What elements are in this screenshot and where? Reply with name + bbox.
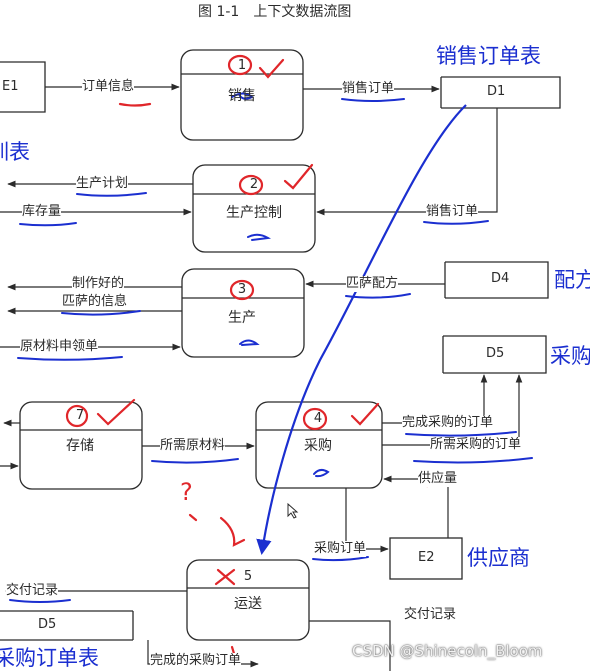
store-d1-label: D1 <box>487 84 506 99</box>
process-7-name: 存储 <box>66 438 94 454</box>
store-d1-shape <box>440 76 561 109</box>
flow-needed-material: 所需原材料 <box>160 438 226 454</box>
flow-stock-qty: 库存量 <box>22 204 62 220</box>
flow-supply-qty: 供应量 <box>418 471 458 487</box>
process-5-name: 运送 <box>234 596 262 612</box>
figure-caption: 图 1-1 上下文数据流图 <box>198 4 352 20</box>
entity-e2-shape <box>389 537 463 580</box>
flow-production-plan: 生产计划 <box>76 176 129 192</box>
note-list-table-fragment: 训表 <box>0 140 30 164</box>
flow-delivery-record-2: 交付记录 <box>404 607 457 623</box>
flow-order-info: 订单信息 <box>82 79 135 95</box>
flow-completed-purchase-order: 完成采购的订单 <box>402 415 494 431</box>
flow-sales-order-1: 销售订单 <box>342 81 395 97</box>
flow-delivery-record-1: 交付记录 <box>6 583 59 599</box>
entity-e1-label: E1 <box>2 79 19 94</box>
flow-finished-pizza-line1: 制作好的 <box>72 276 125 292</box>
red-marks <box>65 54 447 662</box>
process-4-name: 采购 <box>304 438 332 454</box>
flow-material-requisition: 原材料申领单 <box>20 339 99 355</box>
store-d5-bottom-shape <box>0 610 134 641</box>
process-3-number: 3 <box>237 282 247 297</box>
note-purchase-order-table: 采购订单表 <box>0 646 99 670</box>
note-question-mark: ? <box>180 478 193 506</box>
process-1-number: 1 <box>237 58 247 73</box>
note-recipe-fragment: 配方 <box>554 268 590 292</box>
note-purchase-fragment: 采购 <box>550 344 590 368</box>
process-4-number: 4 <box>313 411 323 426</box>
store-d5-shape <box>442 335 547 374</box>
process-5-box <box>186 559 310 641</box>
flow-finished-pizza-line2: 匹萨的信息 <box>62 294 128 310</box>
process-2-number: 2 <box>249 177 259 192</box>
process-1-name: 销售 <box>228 88 256 104</box>
store-d4-shape <box>444 261 549 299</box>
flow-purchase-order: 采购订单 <box>314 541 367 557</box>
process-2-name: 生产控制 <box>226 205 282 221</box>
cursor-icon <box>287 502 299 519</box>
process-5-number: 5 <box>243 569 253 584</box>
entity-e2-label: E2 <box>418 550 435 565</box>
flow-needed-purchase-order: 所需采购的订单 <box>430 437 522 453</box>
store-d5-label: D5 <box>486 346 505 361</box>
blue-long-arrow <box>256 104 467 556</box>
store-d5-bottom-label: D5 <box>38 617 57 632</box>
flow-completed-purchase-order-2: 完成的采购订单 <box>150 653 242 669</box>
flow-pizza-recipe: 匹萨配方 <box>346 276 399 292</box>
note-supplier: 供应商 <box>467 546 530 570</box>
process-7-number: 7 <box>75 408 85 423</box>
store-d4-label: D4 <box>491 271 510 286</box>
flow-sales-order-2: 销售订单 <box>426 204 479 220</box>
watermark: CSDN @Shinecoln_Bloom <box>352 642 543 660</box>
process-3-name: 生产 <box>228 310 256 326</box>
note-sales-order-table: 销售订单表 <box>436 44 541 68</box>
